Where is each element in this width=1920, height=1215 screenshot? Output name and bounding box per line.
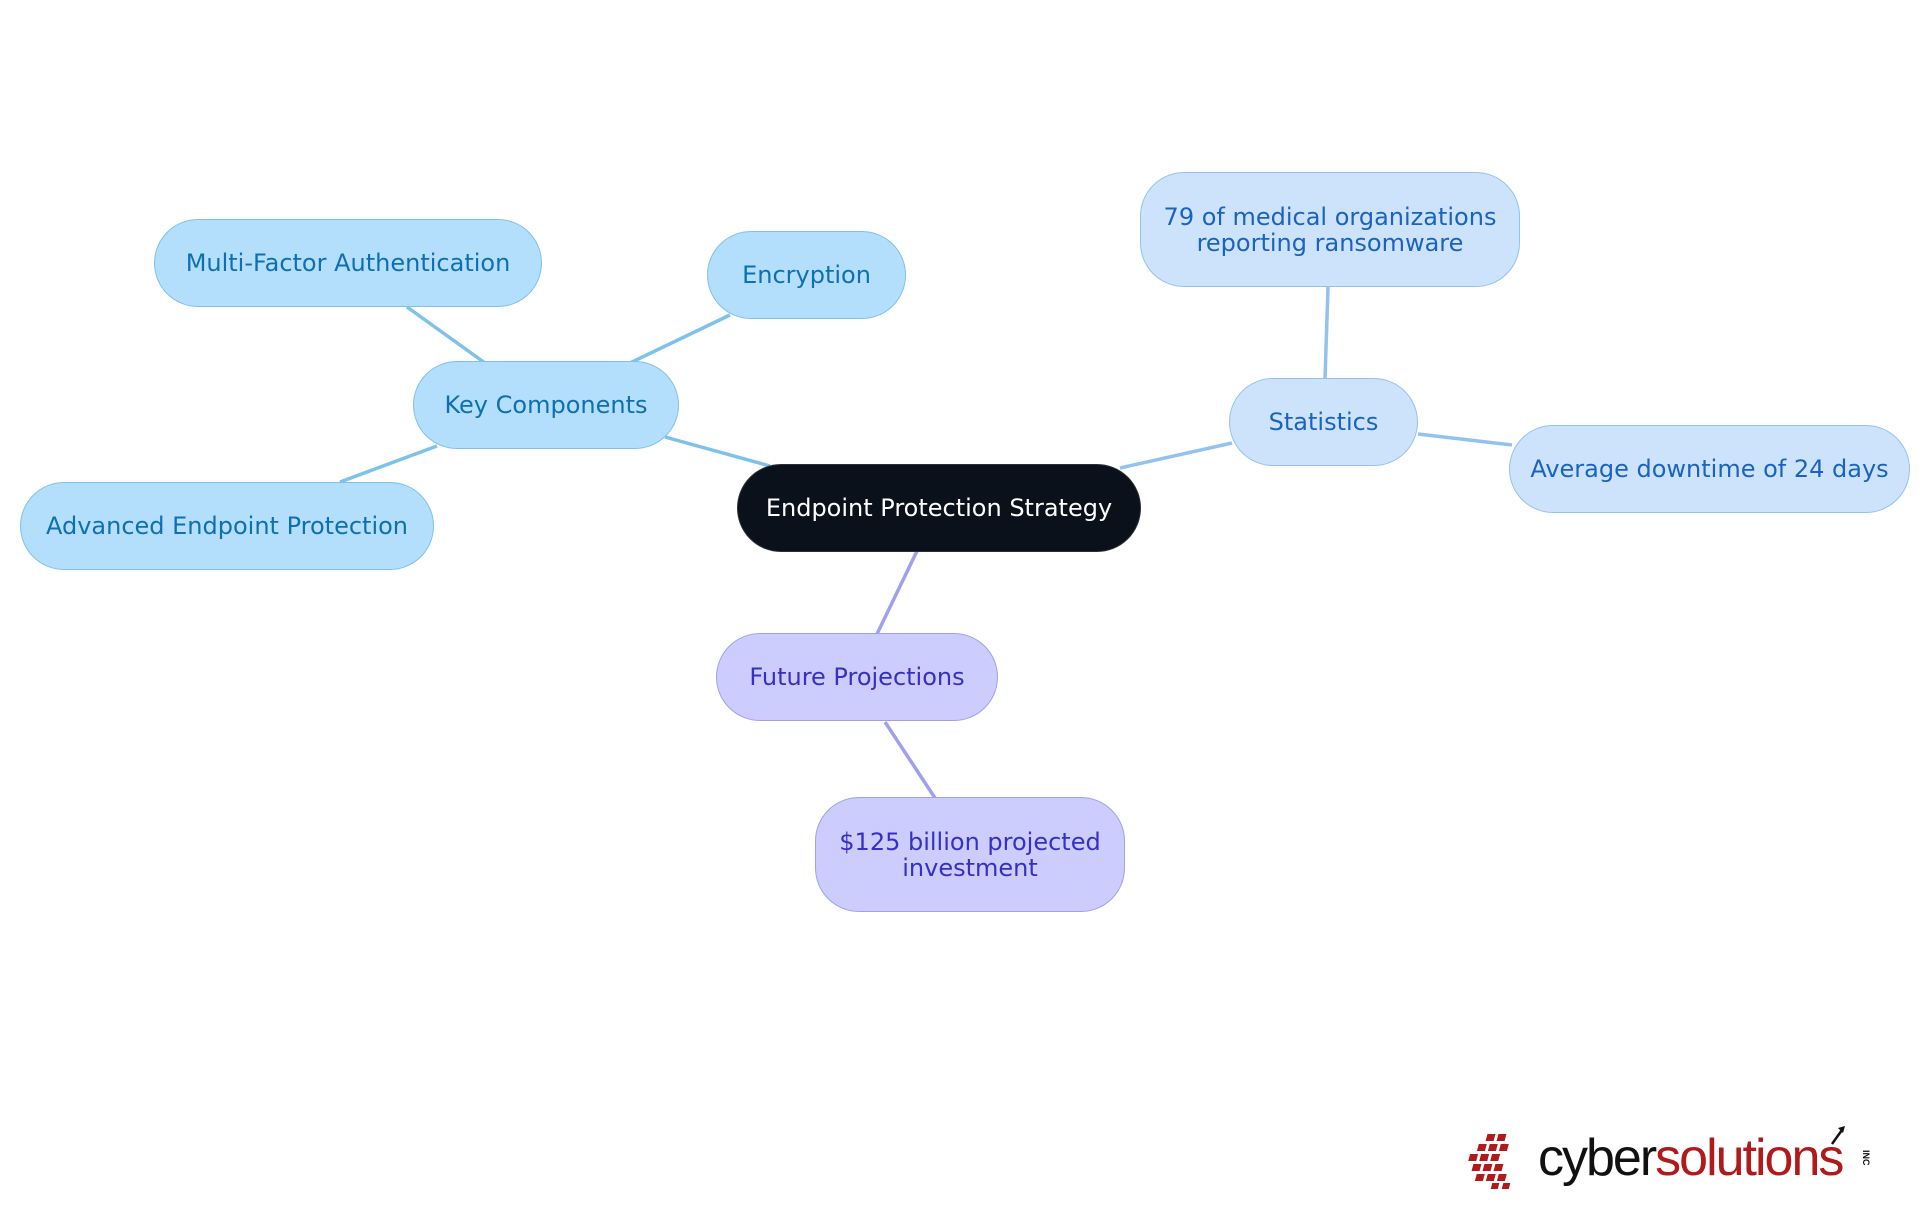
future-projections-label: Future Projections bbox=[749, 663, 965, 691]
logo-arrow-icon bbox=[1830, 1126, 1845, 1145]
advanced-endpoint-label: Advanced Endpoint Protection bbox=[45, 512, 409, 540]
ransomware-stat-line1: 79 of medical organizations bbox=[1163, 202, 1497, 231]
central-node[interactable]: Endpoint Protection Strategy bbox=[737, 464, 1141, 552]
logo-squares-icon bbox=[1468, 1134, 1511, 1189]
key-components-node[interactable]: Key Components bbox=[413, 361, 679, 449]
central-node-label: Endpoint Protection Strategy bbox=[765, 494, 1113, 522]
statistics-node[interactable]: Statistics bbox=[1229, 378, 1418, 466]
encryption-node[interactable]: Encryption bbox=[707, 231, 906, 319]
cybersolutions-logo: cybersolutions INC bbox=[1466, 1124, 1886, 1196]
future-projections-node[interactable]: Future Projections bbox=[716, 633, 998, 721]
logo-inc: INC bbox=[1861, 1150, 1871, 1166]
mfa-node[interactable]: Multi-Factor Authentication bbox=[154, 219, 542, 307]
investment-line1: $125 billion projected bbox=[839, 827, 1101, 856]
key-components-label: Key Components bbox=[444, 391, 648, 419]
ransomware-stat-node[interactable]: 79 of medical organizations reporting ra… bbox=[1140, 172, 1520, 287]
link-center-future bbox=[875, 550, 919, 635]
logo-word-solutions: solutions bbox=[1655, 1129, 1844, 1187]
statistics-label: Statistics bbox=[1268, 408, 1379, 436]
link-statistics-stat1 bbox=[1323, 286, 1330, 380]
encryption-label: Encryption bbox=[742, 261, 871, 289]
link-statistics-stat2 bbox=[1417, 432, 1513, 447]
investment-node[interactable]: $125 billion projected investment bbox=[815, 797, 1125, 912]
link-key-components-mfa bbox=[405, 305, 487, 365]
logo-wordmark: cybersolutions bbox=[1538, 1128, 1844, 1188]
link-key-components-advanced bbox=[339, 444, 438, 484]
advanced-endpoint-node[interactable]: Advanced Endpoint Protection bbox=[20, 482, 434, 570]
mfa-label: Multi-Factor Authentication bbox=[185, 249, 511, 277]
link-center-statistics bbox=[1119, 441, 1233, 470]
link-key-components-encryption bbox=[629, 313, 731, 365]
downtime-stat-node[interactable]: Average downtime of 24 days bbox=[1509, 425, 1910, 513]
downtime-stat-label: Average downtime of 24 days bbox=[1530, 455, 1889, 483]
investment-line2: investment bbox=[902, 853, 1038, 882]
ransomware-stat-line2: reporting ransomware bbox=[1196, 228, 1464, 257]
link-center-key-components bbox=[664, 435, 771, 468]
link-future-investment bbox=[883, 721, 937, 799]
logo-word-cyber: cyber bbox=[1538, 1129, 1657, 1187]
